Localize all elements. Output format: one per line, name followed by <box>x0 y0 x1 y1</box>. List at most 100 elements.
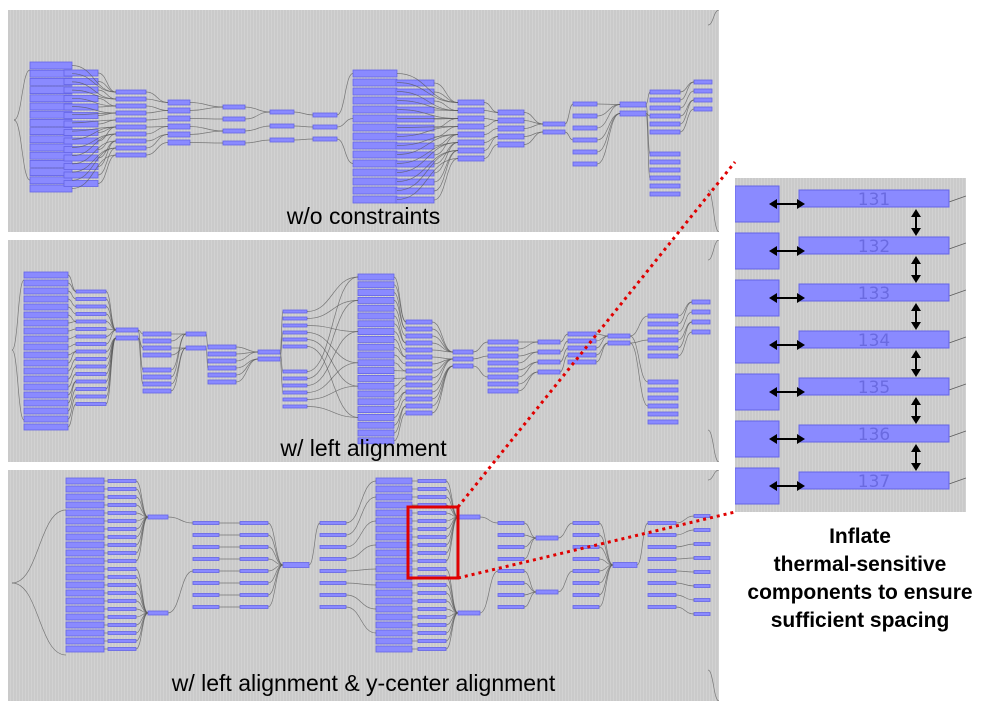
component <box>352 150 398 159</box>
component <box>115 89 147 95</box>
component <box>65 477 105 485</box>
component <box>107 567 137 571</box>
component <box>23 399 69 407</box>
component <box>107 615 137 619</box>
component <box>542 121 566 127</box>
layout-graphic <box>8 470 719 701</box>
arrowhead <box>797 481 805 491</box>
component <box>457 155 485 162</box>
component-label: 134 <box>858 331 890 351</box>
wire <box>97 126 117 142</box>
component <box>417 551 447 555</box>
component <box>417 567 447 571</box>
wire <box>235 351 259 362</box>
wire <box>948 477 966 485</box>
component <box>107 575 137 579</box>
wire <box>948 383 966 391</box>
component <box>375 533 413 541</box>
component <box>167 131 191 138</box>
component <box>649 159 681 165</box>
component <box>23 423 69 431</box>
arrowhead <box>769 481 777 491</box>
wire <box>189 106 224 111</box>
component <box>319 569 347 573</box>
component <box>107 511 137 515</box>
wire <box>306 406 359 418</box>
wire <box>523 591 537 608</box>
wire <box>71 154 117 189</box>
component <box>572 581 600 585</box>
component <box>537 339 561 345</box>
component <box>497 545 525 549</box>
component <box>535 589 559 595</box>
wire <box>393 323 407 344</box>
component <box>375 549 413 557</box>
arrowhead <box>911 322 921 330</box>
component <box>542 129 566 135</box>
component <box>75 379 107 384</box>
component <box>572 521 600 525</box>
component <box>222 128 246 134</box>
wire <box>167 570 194 614</box>
component <box>375 629 413 637</box>
wire <box>71 147 117 181</box>
arrowhead <box>769 293 777 303</box>
wire <box>948 289 966 297</box>
component <box>375 589 413 597</box>
wire <box>11 279 25 351</box>
component <box>457 514 481 520</box>
component <box>487 388 519 394</box>
component <box>319 581 347 585</box>
component <box>107 639 137 643</box>
component <box>457 123 485 130</box>
wire <box>306 331 359 386</box>
component <box>375 477 413 485</box>
wire <box>645 104 651 155</box>
component <box>352 96 398 105</box>
component <box>65 557 105 565</box>
component <box>107 495 137 499</box>
component <box>417 495 447 499</box>
component <box>23 319 69 327</box>
component <box>405 333 433 339</box>
component-label: 135 <box>858 378 890 398</box>
component <box>693 598 711 602</box>
component <box>257 349 281 355</box>
wire <box>97 147 117 176</box>
wire <box>645 91 651 105</box>
component <box>65 629 105 637</box>
component <box>357 359 395 367</box>
wire <box>523 123 544 129</box>
component <box>65 525 105 533</box>
wire <box>11 582 67 656</box>
component <box>417 487 447 491</box>
component <box>607 333 631 339</box>
component <box>282 562 310 568</box>
wire <box>445 612 459 650</box>
wire <box>393 284 407 323</box>
component <box>192 581 220 585</box>
component <box>282 376 308 381</box>
component <box>192 593 220 597</box>
component <box>487 353 519 359</box>
component <box>798 189 950 208</box>
wire <box>71 97 117 107</box>
wire <box>67 373 77 388</box>
wire <box>345 520 377 548</box>
wire <box>393 331 407 351</box>
component <box>649 97 681 103</box>
wire <box>679 108 695 133</box>
wire <box>393 384 407 395</box>
wire <box>393 405 407 434</box>
wire <box>293 125 314 128</box>
component <box>319 605 347 609</box>
component <box>452 363 474 369</box>
wire <box>433 150 459 192</box>
component <box>457 610 481 616</box>
component <box>405 410 433 416</box>
component <box>257 356 281 362</box>
wire <box>67 358 77 372</box>
wire <box>308 522 321 566</box>
wire <box>675 582 695 587</box>
component <box>207 344 237 350</box>
